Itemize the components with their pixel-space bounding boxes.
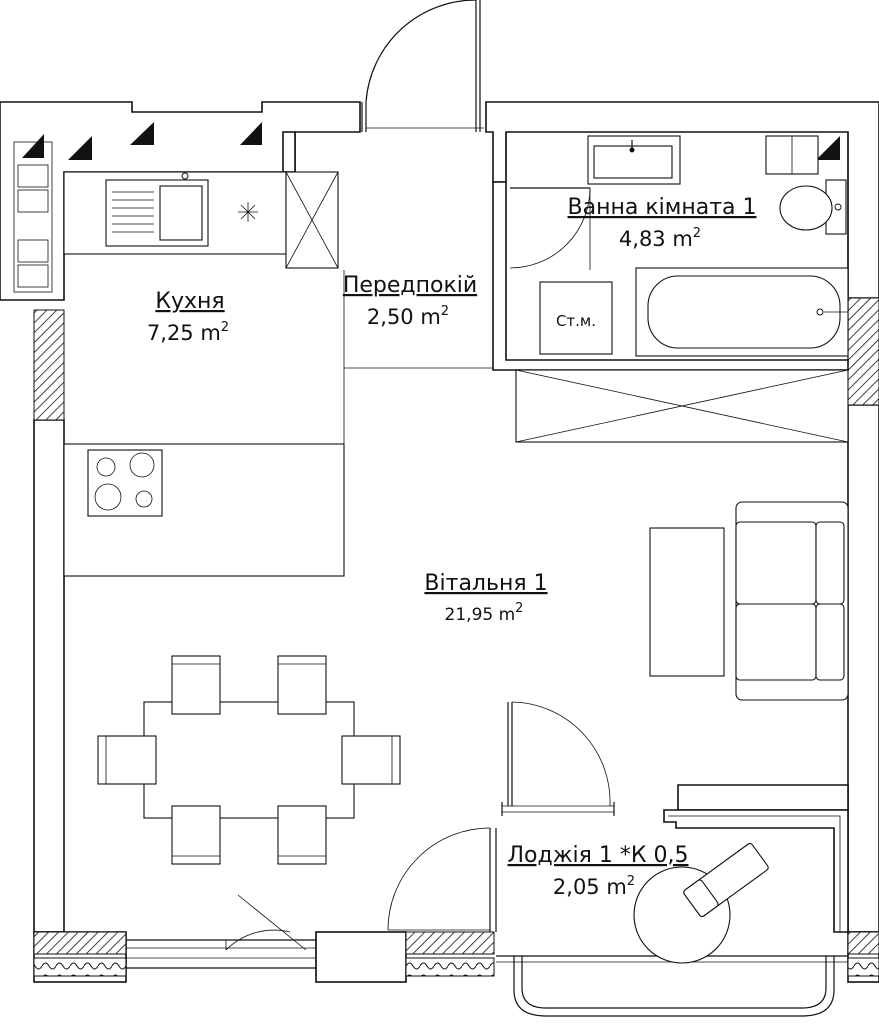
hall-label: Передпокій 2,50 m2 — [343, 273, 477, 329]
bathroom-label: Ванна кімната 1 4,83 m2 Ст.м. — [556, 195, 757, 330]
living-window — [125, 894, 317, 976]
bathroom-area: 4,83 m2 — [619, 226, 701, 251]
living-area: 21,95 m2 — [445, 601, 524, 625]
entry-door — [361, 0, 484, 132]
living-loggia-door — [501, 701, 615, 816]
kitchen-counter-hob — [63, 270, 345, 577]
kitchen-name: Кухня — [155, 289, 224, 314]
kitchen-label: Кухня 7,25 m2 — [147, 289, 229, 345]
living-name: Вітальня 1 — [424, 571, 547, 596]
bathroom-fixtures — [509, 135, 849, 357]
exterior-walls — [0, 101, 879, 983]
loggia-label: Лоджія 1 *К 0,5 2,05 m2 — [508, 843, 689, 899]
interior-walls — [282, 131, 849, 811]
loggia-area: 2,05 m2 — [553, 874, 635, 899]
washing-machine-label: Ст.м. — [556, 312, 596, 330]
loggia-structure — [387, 809, 849, 1017]
loggia-name: Лоджія 1 *К 0,5 — [508, 843, 689, 868]
wardrobe — [515, 369, 849, 443]
hall-name: Передпокій — [343, 273, 477, 298]
appliance-icon — [238, 202, 258, 222]
hall-area: 2,50 m2 — [367, 304, 449, 329]
dining-set — [97, 655, 401, 865]
bathroom-name: Ванна кімната 1 — [568, 195, 757, 220]
coffee-table — [649, 527, 725, 677]
living-label: Вітальня 1 21,95 m2 — [424, 571, 547, 625]
kitchen-counter-top — [63, 171, 339, 269]
sofa — [735, 501, 849, 701]
kitchen-area: 7,25 m2 — [147, 320, 229, 345]
